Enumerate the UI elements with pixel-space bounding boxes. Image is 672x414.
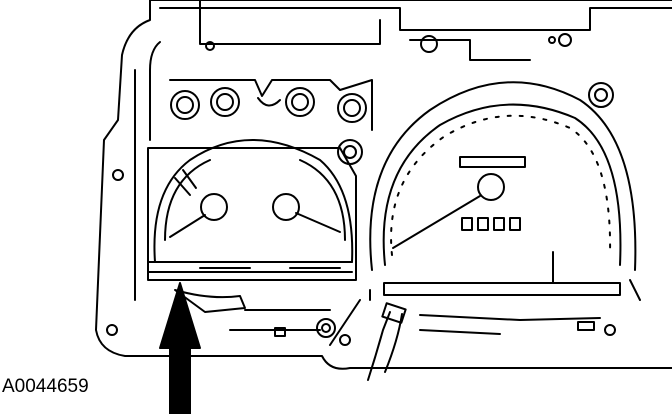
speedometer-needle bbox=[392, 195, 481, 249]
small-cluster-frame bbox=[147, 147, 357, 281]
bulb-socket-row bbox=[169, 79, 614, 165]
lower-connector-area bbox=[174, 289, 601, 381]
harness-connector bbox=[381, 302, 407, 324]
wire-harness bbox=[367, 311, 403, 381]
mounting-hole-top-mid bbox=[420, 35, 438, 53]
odometer-window bbox=[459, 156, 526, 168]
mounting-post-top-right bbox=[558, 33, 572, 47]
housing-inner-rim bbox=[134, 7, 672, 301]
mounting-hole-left bbox=[112, 169, 124, 181]
small-cluster-left-tab bbox=[174, 169, 197, 196]
small-cluster-lower-strip bbox=[147, 261, 353, 273]
indicator-squares bbox=[461, 217, 521, 231]
gauge-cluster-small bbox=[147, 139, 357, 281]
speedometer-dial bbox=[382, 103, 622, 266]
speedometer-skirt bbox=[329, 279, 641, 346]
speedometer-hub bbox=[477, 173, 505, 201]
speedometer bbox=[329, 81, 641, 346]
mounting-hole-bottom-left bbox=[106, 324, 118, 336]
upper-lens-bracket bbox=[199, 0, 531, 61]
small-cluster-dial-arc bbox=[164, 159, 346, 241]
arrow-up bbox=[159, 282, 201, 414]
mounting-hole-top-left bbox=[205, 41, 215, 51]
speedometer-lower-bar bbox=[383, 282, 621, 296]
small-cluster-dial-face bbox=[153, 139, 354, 263]
gauge-hub-left bbox=[200, 193, 228, 221]
gauge-needle-left bbox=[169, 214, 206, 238]
speedometer-tick-ring bbox=[390, 114, 612, 256]
gauge-hub-right bbox=[272, 193, 300, 221]
cluster-housing-outline bbox=[95, 0, 672, 370]
speedometer-bezel bbox=[369, 81, 637, 271]
gauge-needle-right bbox=[295, 212, 341, 233]
figure-reference-code: A0044659 bbox=[2, 376, 89, 397]
mounting-hole-bottom-right bbox=[604, 324, 616, 336]
mounting-hole-top-right bbox=[548, 36, 556, 44]
